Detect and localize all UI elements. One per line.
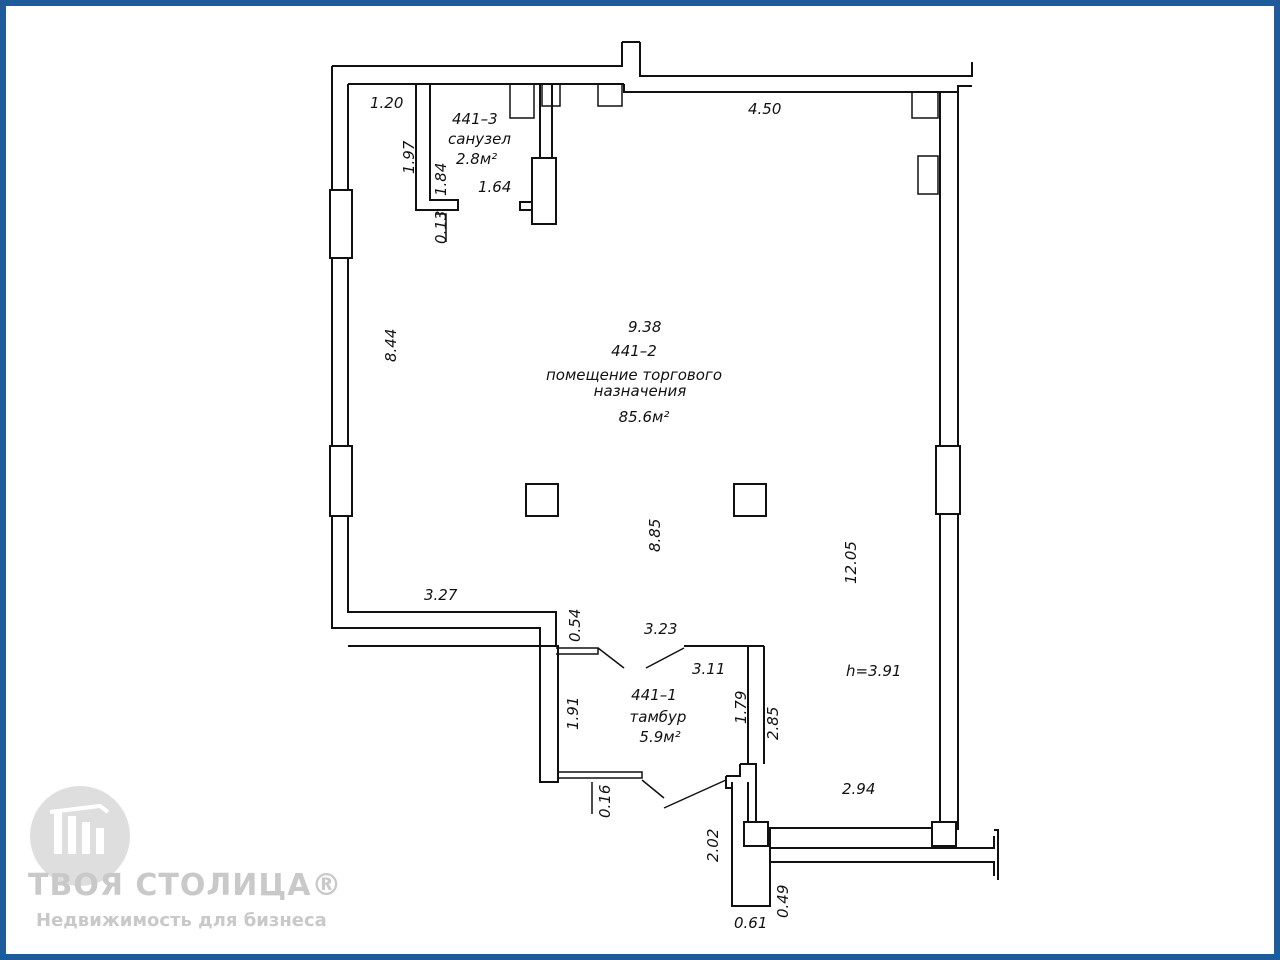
watermark-brand: ТВОЯ СТОЛИЦА® xyxy=(28,868,343,903)
dim-3-23: 3.23 xyxy=(644,620,677,638)
dim-12-05: 12.05 xyxy=(842,541,860,584)
vestibule-doors xyxy=(436,213,771,900)
room-441-1-id: 441–1 xyxy=(631,686,677,704)
dim-1-91: 1.91 xyxy=(564,697,582,730)
dim-2-02: 2.02 xyxy=(704,829,722,862)
dim-9-38: 9.38 xyxy=(628,318,661,336)
dim-1-84: 1.84 xyxy=(432,163,450,196)
watermark-tagline: Недвижимость для бизнеса xyxy=(36,910,327,931)
room-441-2-name-line1: помещение торгового xyxy=(546,366,722,384)
height-label: h=3.91 xyxy=(846,662,901,680)
windows xyxy=(329,189,961,517)
bathroom-walls xyxy=(415,83,939,225)
watermark-logo-icon xyxy=(30,786,130,886)
dim-3-27: 3.27 xyxy=(424,586,458,604)
dim-3-11: 3.11 xyxy=(692,660,725,678)
dim-4-50: 4.50 xyxy=(748,100,781,118)
room-441-1-name: тамбур xyxy=(630,708,687,726)
room-441-2-id: 441–2 xyxy=(611,342,657,360)
room-441-3-id: 441–3 xyxy=(452,110,498,128)
room-441-3-area: 2.8м² xyxy=(456,150,497,168)
dim-8-85: 8.85 xyxy=(646,519,664,552)
dim-0-16: 0.16 xyxy=(596,785,614,818)
room-441-2-name-line2: назначения xyxy=(594,382,687,400)
page-frame xyxy=(6,6,1274,954)
room-441-2-area: 85.6м² xyxy=(619,408,670,426)
dim-0-61: 0.61 xyxy=(734,914,767,932)
room-441-3-name: санузел xyxy=(448,130,511,148)
columns xyxy=(525,483,957,847)
dim-1-20: 1.20 xyxy=(370,94,403,112)
dim-2-85: 2.85 xyxy=(764,707,782,740)
room-441-1-area: 5.9м² xyxy=(639,728,680,746)
dim-1-97: 1.97 xyxy=(400,140,418,174)
dim-0-49: 0.49 xyxy=(774,885,792,918)
dim-1-64: 1.64 xyxy=(478,178,511,196)
dim-8-44: 8.44 xyxy=(382,329,400,362)
dim-0-54: 0.54 xyxy=(566,609,584,642)
dim-1-79: 1.79 xyxy=(732,691,750,724)
dim-2-94: 2.94 xyxy=(842,780,875,798)
dim-0-13: 0.13 xyxy=(432,211,450,244)
